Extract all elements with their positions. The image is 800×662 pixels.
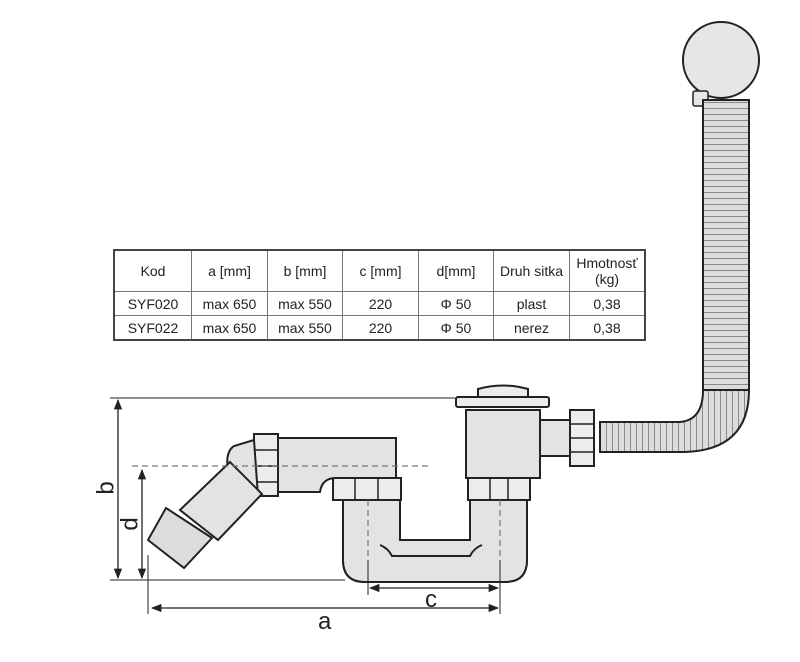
- table-cell: SYF020: [113, 291, 192, 316]
- table-cell: 220: [342, 315, 419, 341]
- overflow-knob: [682, 21, 760, 107]
- table-cell: Φ 50: [418, 291, 494, 316]
- column-header-hmotnost: Hmotnosť (kg): [569, 249, 646, 292]
- overflow-connector: [539, 409, 595, 467]
- column-header-d: d[mm]: [418, 249, 494, 292]
- table-cell: max 550: [267, 291, 343, 316]
- drain-body: [455, 384, 550, 501]
- spec-table: Kod a [mm] b [mm] c [mm] d[mm] Druh sitk…: [113, 249, 646, 341]
- table-cell: plast: [493, 291, 570, 316]
- table-cell: SYF022: [113, 315, 192, 341]
- table-cell: max 650: [191, 291, 268, 316]
- table-header-row: Kod a [mm] b [mm] c [mm] d[mm] Druh sitk…: [113, 249, 646, 292]
- table-row: SYF022 max 650 max 550 220 Φ 50 nerez 0,…: [113, 315, 646, 341]
- flexible-hose: [599, 99, 751, 453]
- column-header-kod: Kod: [113, 249, 192, 292]
- table-cell: nerez: [493, 315, 570, 341]
- table-cell: max 550: [267, 315, 343, 341]
- table-cell: 0,38: [569, 315, 646, 341]
- center-lines: [132, 465, 501, 560]
- column-header-b: b [mm]: [267, 249, 343, 292]
- angled-outlet: [146, 438, 264, 570]
- table-cell: Φ 50: [418, 315, 494, 341]
- dimension-label-c: c: [425, 586, 437, 613]
- column-header-a: a [mm]: [191, 249, 268, 292]
- dimension-label-a: a: [318, 608, 332, 635]
- table-row: SYF020 max 650 max 550 220 Φ 50 plast 0,…: [113, 291, 646, 316]
- dimension-lines: [110, 397, 501, 614]
- column-header-druh-sitka: Druh sitka: [493, 249, 570, 292]
- dimension-label-d: d: [116, 517, 144, 531]
- table-cell: 0,38: [569, 291, 646, 316]
- dimension-label-b: b: [92, 481, 120, 495]
- column-header-c: c [mm]: [342, 249, 419, 292]
- table-cell: 220: [342, 291, 419, 316]
- table-cell: max 650: [191, 315, 268, 341]
- outlet-pipe: [253, 433, 397, 497]
